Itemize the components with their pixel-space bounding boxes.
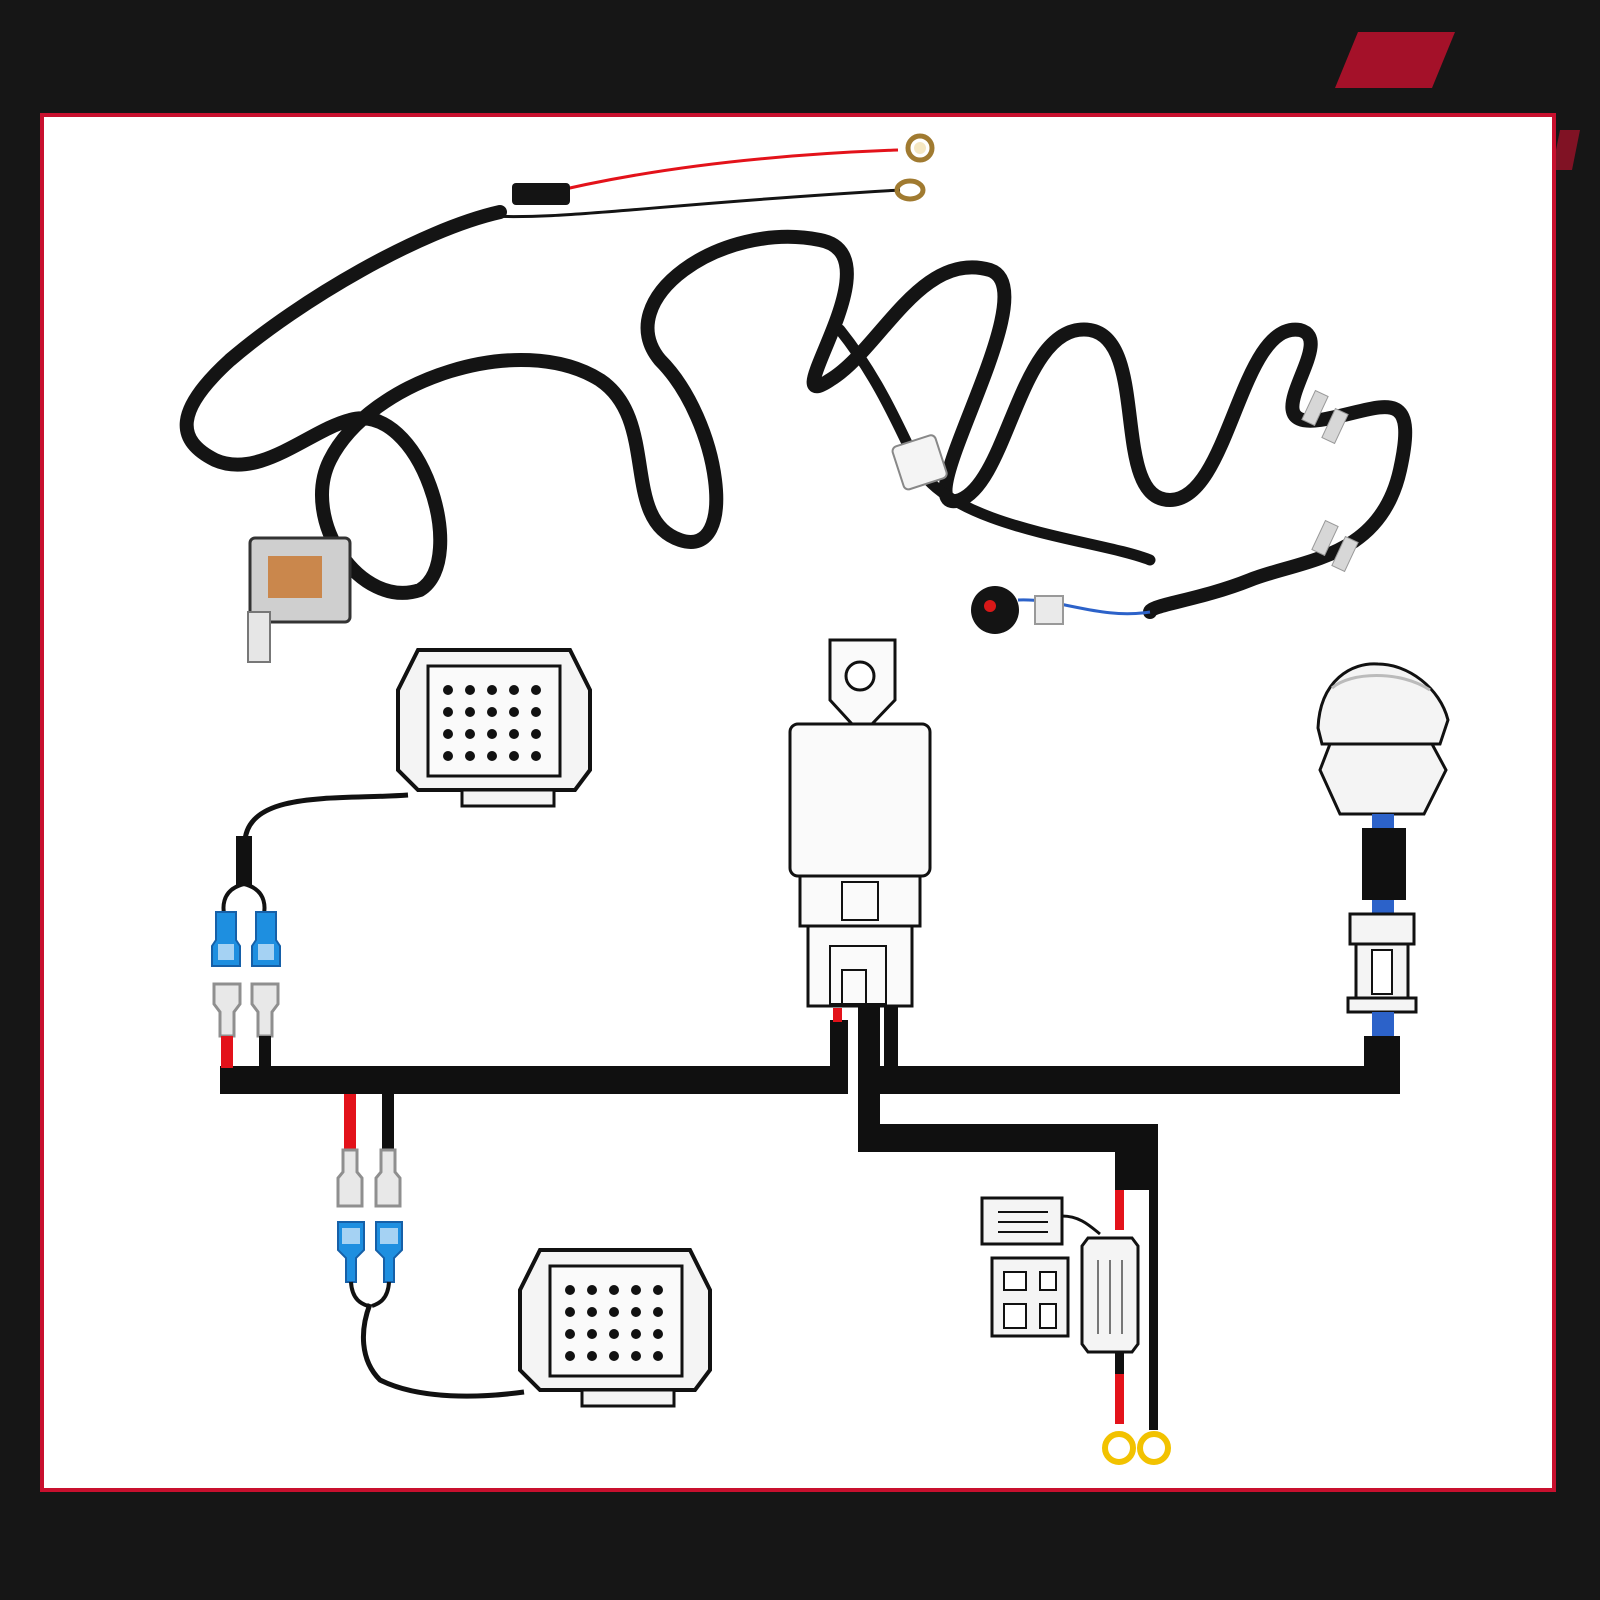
fuse-positive-lower xyxy=(1115,1374,1124,1424)
photo-ring-terminal-negative xyxy=(894,178,926,202)
battery-bus-drop xyxy=(858,1000,880,1140)
blade-fuse xyxy=(990,1256,1070,1338)
relay-red-stub xyxy=(833,1008,842,1022)
led-array-upper xyxy=(443,685,541,761)
upper-negative-stub xyxy=(259,1036,271,1068)
switch-drop xyxy=(1364,1036,1400,1084)
photo-inline-fuse xyxy=(512,183,570,205)
photo-braided-loom xyxy=(179,205,1413,619)
gray-connector-upper-right xyxy=(250,982,280,1038)
wiring-bus xyxy=(220,1000,1400,1152)
blue-connector-lower-left xyxy=(337,1221,365,1283)
fuse-assembly xyxy=(980,1124,1171,1465)
photo-harness-connector xyxy=(891,434,948,491)
upper-positive-stub xyxy=(221,1036,233,1068)
rocker-switch-schematic xyxy=(1316,662,1450,1036)
gray-connector-lower-left xyxy=(336,1148,364,1208)
main-bus-right xyxy=(880,1066,1400,1094)
main-bus-left xyxy=(220,1066,848,1094)
ring-terminal-negative xyxy=(1137,1431,1171,1465)
blue-connector-upper-left xyxy=(211,911,241,967)
lower-positive-stub xyxy=(344,1094,356,1150)
battery-bus-horizontal xyxy=(858,1124,1158,1152)
led-light-upper xyxy=(221,648,592,921)
relay-left-drop xyxy=(830,1020,848,1084)
gray-connector-upper-left xyxy=(212,982,242,1038)
photo-rocker-switch xyxy=(971,586,1151,634)
connectors-lower xyxy=(336,1094,403,1308)
photo-ring-terminal-positive xyxy=(905,133,935,163)
led-upper-cable xyxy=(242,792,409,841)
blue-connector-upper-right xyxy=(251,911,281,967)
photo-positive-lead xyxy=(539,148,899,197)
lower-negative-stub xyxy=(382,1094,394,1150)
led-light-lower xyxy=(360,1248,712,1408)
inline-fuse-holder xyxy=(1080,1236,1140,1354)
harness-photo xyxy=(179,133,1413,663)
led-array-lower xyxy=(565,1285,663,1361)
led-lower-cable xyxy=(360,1303,525,1399)
fuse-negative-upper xyxy=(1149,1190,1158,1430)
relay-schematic xyxy=(788,638,932,1008)
fuse-positive-upper xyxy=(1115,1190,1124,1230)
photo-negative-lead xyxy=(469,188,901,219)
connectors-upper xyxy=(211,911,281,1068)
relay-right-drop xyxy=(884,1000,898,1084)
blue-connector-lower-right xyxy=(375,1221,403,1283)
photo-relay xyxy=(247,536,352,663)
gray-connector-lower-right xyxy=(374,1148,402,1208)
photo-spade-terminals xyxy=(1301,389,1359,573)
ring-terminal-positive xyxy=(1102,1431,1136,1465)
